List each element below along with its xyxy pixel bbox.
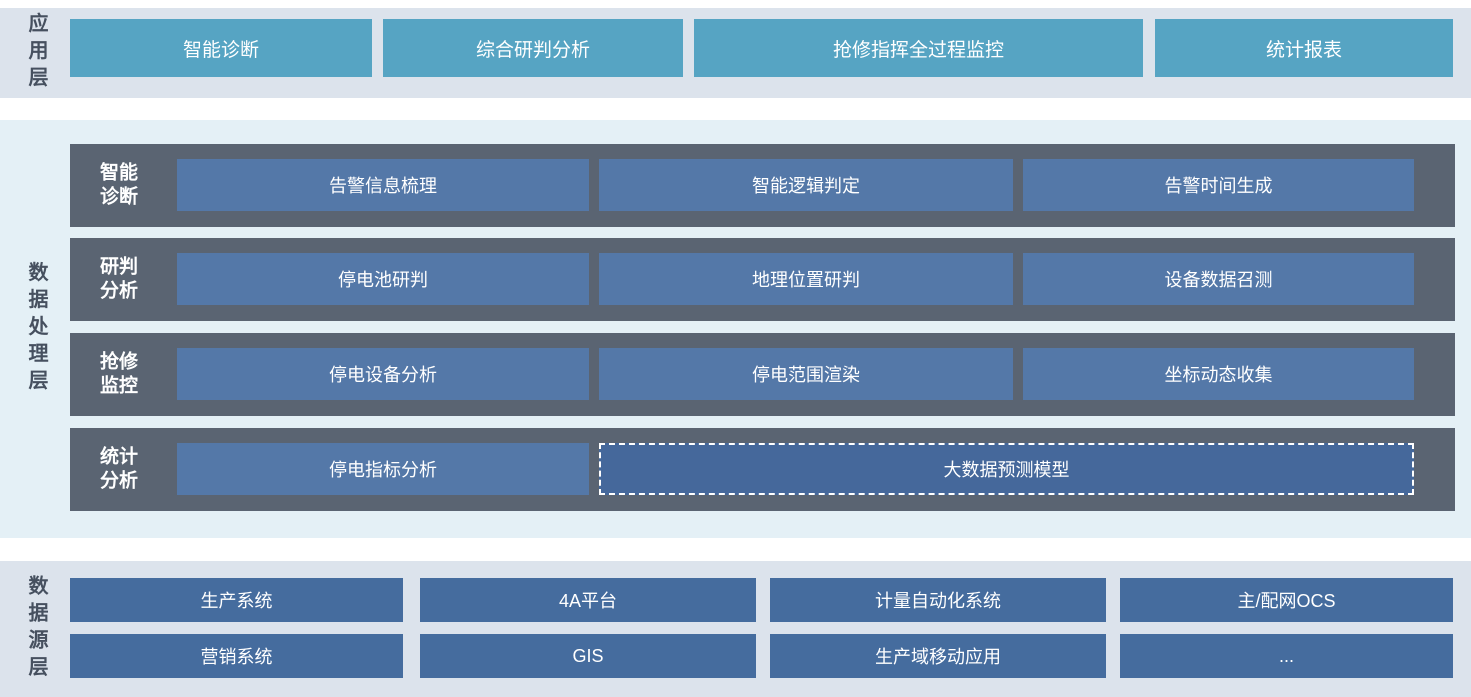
proc-box-alarm-time-generation: 告警时间生成 <box>1023 159 1414 211</box>
processing-row-statistical-analysis: 统计分析 停电指标分析 大数据预测模型 <box>70 428 1455 511</box>
processing-row-intelligent-diagnosis: 智能诊断 告警信息梳理 智能逻辑判定 告警时间生成 <box>70 144 1455 227</box>
src-box-marketing-system: 营销系统 <box>70 634 403 678</box>
src-box-4a-platform: 4A平台 <box>420 578 756 622</box>
src-box-metering-automation-system: 计量自动化系统 <box>770 578 1106 622</box>
application-layer-band: 应用层 智能诊断 综合研判分析 抢修指挥全过程监控 统计报表 <box>0 8 1471 98</box>
application-layer-label: 应用层 <box>25 12 47 94</box>
processing-layer-band: 数据处理层 智能诊断 告警信息梳理 智能逻辑判定 告警时间生成 研判分析 停电池… <box>0 120 1471 538</box>
app-box-statistical-reports: 统计报表 <box>1155 19 1453 77</box>
proc-box-outage-battery-judgment: 停电池研判 <box>177 253 589 305</box>
app-box-repair-command-monitoring: 抢修指挥全过程监控 <box>694 19 1143 77</box>
proc-box-outage-device-analysis: 停电设备分析 <box>177 348 589 400</box>
row-label-repair-monitoring: 抢修监控 <box>100 350 139 397</box>
proc-box-intelligent-logic-judgment: 智能逻辑判定 <box>599 159 1013 211</box>
row-label-intelligent-diagnosis: 智能诊断 <box>100 161 139 208</box>
proc-box-geolocation-judgment: 地理位置研判 <box>599 253 1013 305</box>
source-layer-band: 数据源层 生产系统 4A平台 计量自动化系统 主/配网OCS 营销系统 GIS … <box>0 561 1471 697</box>
row-label-statistical-analysis: 统计分析 <box>100 445 139 492</box>
proc-box-device-data-recall: 设备数据召测 <box>1023 253 1414 305</box>
source-layer-label: 数据源层 <box>25 575 47 683</box>
proc-box-coordinate-dynamic-collection: 坐标动态收集 <box>1023 348 1414 400</box>
processing-layer-label: 数据处理层 <box>25 261 47 397</box>
src-box-ellipsis: ... <box>1120 634 1453 678</box>
src-box-gis: GIS <box>420 634 756 678</box>
app-box-comprehensive-analysis: 综合研判分析 <box>383 19 683 77</box>
processing-row-repair-monitoring: 抢修监控 停电设备分析 停电范围渲染 坐标动态收集 <box>70 333 1455 416</box>
src-box-production-system: 生产系统 <box>70 578 403 622</box>
processing-row-judgment-analysis: 研判分析 停电池研判 地理位置研判 设备数据召测 <box>70 238 1455 321</box>
proc-box-bigdata-prediction-model: 大数据预测模型 <box>599 443 1414 495</box>
proc-box-alarm-info-sorting: 告警信息梳理 <box>177 159 589 211</box>
src-box-main-distribution-ocs: 主/配网OCS <box>1120 578 1453 622</box>
proc-box-outage-range-rendering: 停电范围渲染 <box>599 348 1013 400</box>
row-label-judgment-analysis: 研判分析 <box>100 255 139 302</box>
app-box-intelligent-diagnosis: 智能诊断 <box>70 19 372 77</box>
src-box-production-mobile-app: 生产域移动应用 <box>770 634 1106 678</box>
proc-box-outage-indicator-analysis: 停电指标分析 <box>177 443 589 495</box>
